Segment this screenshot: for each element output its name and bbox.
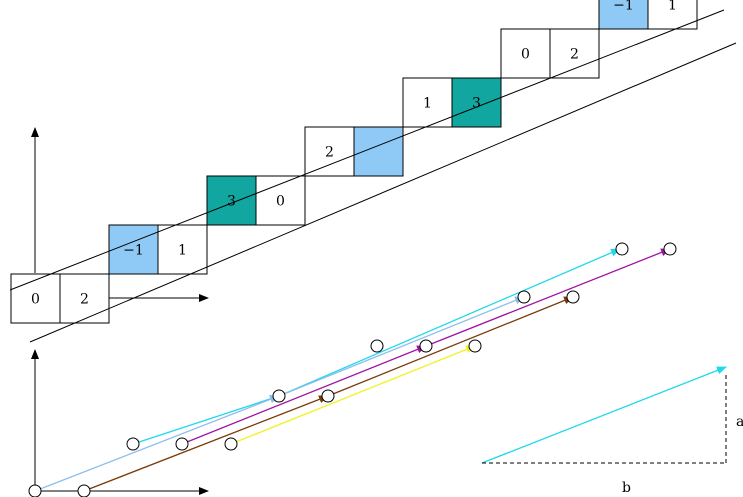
- cell-box: [157, 224, 208, 275]
- vector-arrow-magenta: [181, 345, 427, 445]
- cell-0: 0: [10, 273, 61, 324]
- cell-grid: 0 2 −1 1 3 0 2 1 3 0 2 −1 1: [10, 0, 698, 324]
- cell-label: 1: [668, 0, 677, 14]
- vector-arrow-magenta: [425, 248, 671, 347]
- vector-arrow-brown: [327, 296, 574, 397]
- cell-label: 2: [325, 145, 334, 161]
- lattice-point-6: [321, 389, 335, 403]
- lattice-point-13: [663, 242, 677, 256]
- legend-b-label: b: [622, 480, 631, 496]
- cell-box: [549, 28, 600, 79]
- cell-label: 3: [472, 96, 481, 112]
- top-axes: [31, 127, 209, 302]
- vector-arrow-sky: [278, 296, 525, 397]
- cell-12: −1: [598, 0, 649, 30]
- cell-6: 2: [304, 126, 355, 177]
- cell-3: 1: [157, 224, 208, 275]
- cell-11: 2: [549, 28, 600, 79]
- upper-band-line: [9, 9, 725, 291]
- cell-label: 0: [276, 194, 285, 210]
- cell-box: [451, 77, 502, 128]
- cell-label: −1: [613, 0, 634, 14]
- cell-label: −1: [123, 243, 144, 259]
- cell-label: 0: [31, 292, 40, 308]
- vector-arrow-sky: [34, 395, 280, 492]
- cell-label: 2: [80, 292, 89, 308]
- legend-vector-arrow: [481, 366, 727, 464]
- cell-4: 3: [206, 175, 257, 226]
- cell-label: 2: [570, 47, 579, 63]
- vector-arrow-yellow: [230, 345, 476, 445]
- cell-13: 1: [647, 0, 698, 30]
- lattice-point-3: [175, 437, 189, 451]
- lattice-point-9: [468, 339, 482, 353]
- cell-label: 1: [178, 243, 187, 259]
- vector-arrow-cyan: [278, 248, 621, 397]
- vector-arrow-cyan: [132, 395, 280, 445]
- cell-label: 0: [521, 47, 530, 63]
- lattice-point-8: [419, 339, 433, 353]
- cell-2: −1: [108, 224, 159, 275]
- cell-box: [59, 273, 110, 324]
- lattice-point-2: [126, 437, 140, 451]
- vector-arrow-brown: [83, 395, 329, 492]
- cell-10: 0: [500, 28, 551, 79]
- cell-5: 0: [255, 175, 306, 226]
- lattice-point-7: [370, 339, 384, 353]
- lattice-point-11: [566, 290, 580, 304]
- lattice-point-1: [77, 484, 91, 497]
- legend: a b: [481, 366, 743, 496]
- lower-band-line: [29, 42, 737, 343]
- cell-box: [10, 273, 61, 324]
- cell-9: 3: [451, 77, 502, 128]
- band-lines: [9, 9, 737, 343]
- lattice-point-10: [517, 290, 531, 304]
- cell-box: [353, 126, 404, 177]
- vector-arrows: [34, 248, 671, 492]
- lattice-point-0: [28, 484, 42, 497]
- lattice-point-5: [272, 389, 286, 403]
- bottom-axes: [31, 349, 209, 495]
- cell-label: 1: [423, 96, 432, 112]
- cell-1: 2: [59, 273, 110, 324]
- legend-a-label: a: [736, 414, 743, 430]
- cell-7: [353, 126, 404, 177]
- cell-box: [108, 224, 159, 275]
- lattice-point-4: [224, 437, 238, 451]
- cell-label: 3: [227, 194, 236, 210]
- lattice-points: [28, 242, 677, 497]
- lattice-point-12: [615, 242, 629, 256]
